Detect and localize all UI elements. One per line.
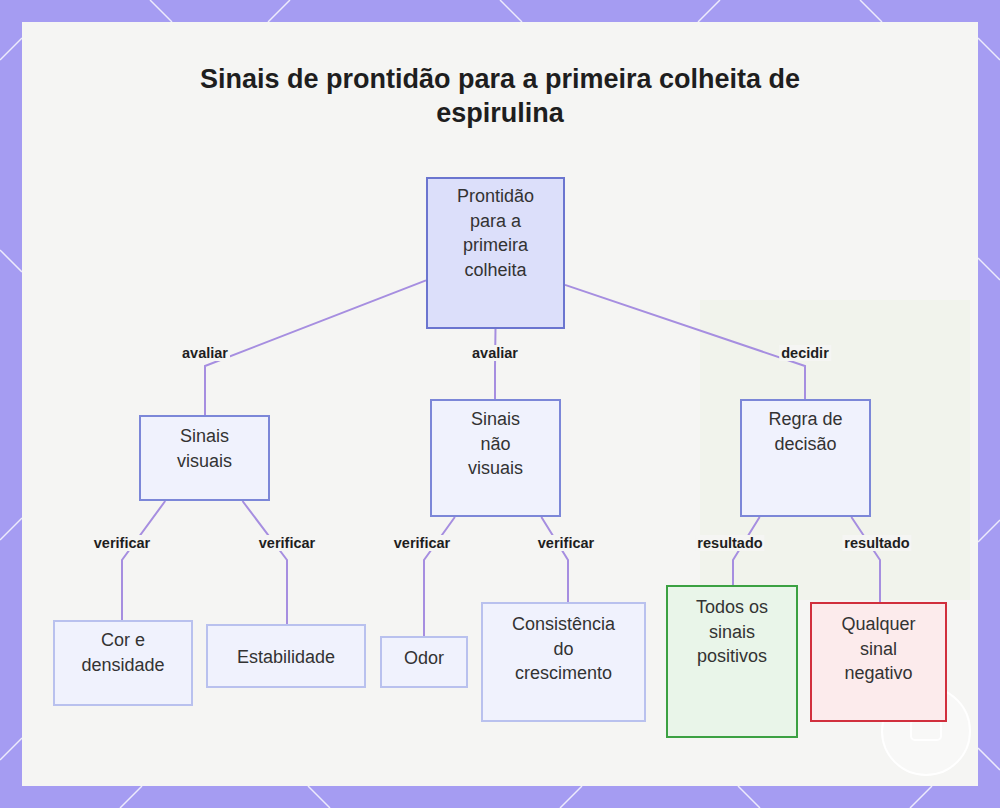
edge-label: resultado [695,535,764,551]
check-box: Odor [380,636,468,688]
node-text: Sinais visuais [161,424,248,473]
node-text: Qualquer sinal negativo [830,612,927,686]
category-box: Sinais visuais [139,415,270,501]
edge-label: verificar [392,535,452,551]
connector-line [565,285,805,399]
node-text: Estabilidade [218,645,354,670]
node-text: Regra de decisão [757,407,854,456]
connector-line [733,517,760,585]
connector-line [494,329,497,399]
connector-line [851,517,880,602]
diagram-title: Sinais de prontidão para a primeira colh… [150,62,850,130]
edge-label: decidir [779,345,831,361]
edge-label: verificar [257,535,317,551]
node-text: Consistência do crescimento [508,612,619,686]
node-text: Sinais não visuais [457,407,534,481]
category-box: Sinais não visuais [430,399,561,517]
edge-label: resultado [842,535,911,551]
node-text: Odor [388,646,460,671]
check-box: Estabilidade [206,624,366,688]
category-box: Regra de decisão [740,399,871,517]
connector-line [122,501,165,620]
edge-label: verificar [536,535,596,551]
check-box: Consistência do crescimento [481,602,646,722]
root-box: Prontidão para a primeira colheita [426,177,565,329]
node-text: Prontidão para a primeira colheita [448,184,543,282]
connector-line [242,501,287,624]
edge-label: avaliar [180,345,230,361]
connector-line [541,517,568,602]
edge-label: avaliar [470,345,520,361]
negative-outcome-box: Qualquer sinal negativo [810,602,947,722]
positive-outcome-box: Todos os sinais positivos [666,585,798,738]
edge-label: verificar [92,535,152,551]
node-text: Cor e densidade [70,628,176,677]
node-text: Todos os sinais positivos [684,595,780,669]
check-box: Cor e densidade [53,620,193,706]
connector-line [205,280,426,415]
